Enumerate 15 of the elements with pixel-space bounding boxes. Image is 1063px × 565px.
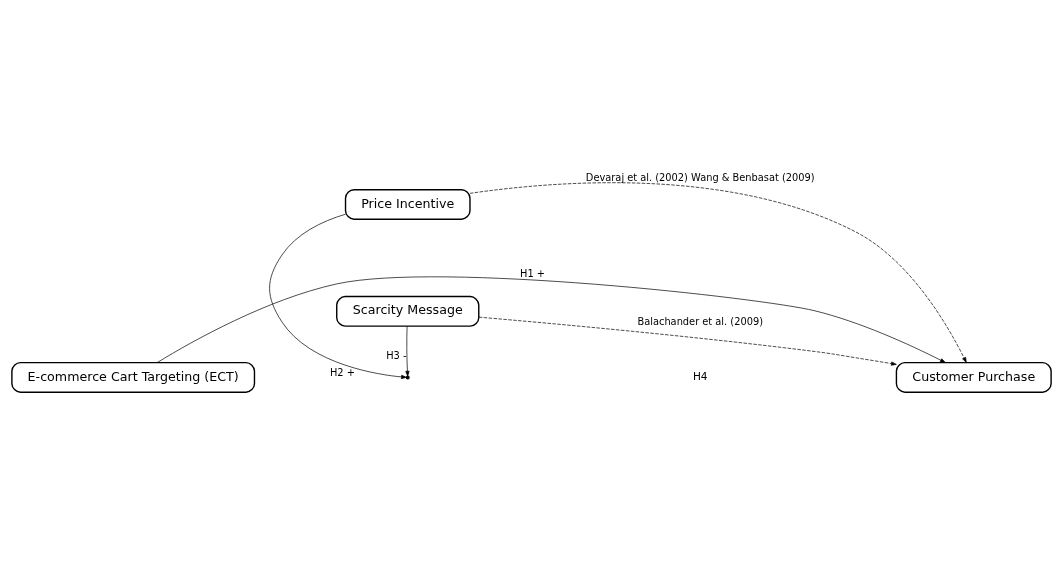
edge-label: Devaraj et al. (2002) Wang & Benbasat (2009) bbox=[585, 171, 815, 183]
arrow bbox=[478, 316, 897, 366]
arrow bbox=[156, 276, 946, 363]
arrow bbox=[469, 182, 967, 363]
arrow bbox=[269, 213, 407, 379]
node-box: Scarcity Message bbox=[336, 295, 480, 327]
node-box: E-commerce Cart Targeting (ECT) bbox=[11, 361, 256, 393]
edge-label: H3 - bbox=[386, 349, 407, 361]
node-box: Price Incentive bbox=[344, 189, 471, 220]
edge-label: H2 + bbox=[329, 367, 355, 379]
node-box: Customer Purchase bbox=[895, 361, 1052, 393]
label: H4 bbox=[692, 369, 708, 382]
edge-label: H1 + bbox=[520, 268, 546, 280]
edge-label: Balachander et al. (2009) bbox=[637, 315, 764, 327]
arrow bbox=[405, 325, 410, 377]
